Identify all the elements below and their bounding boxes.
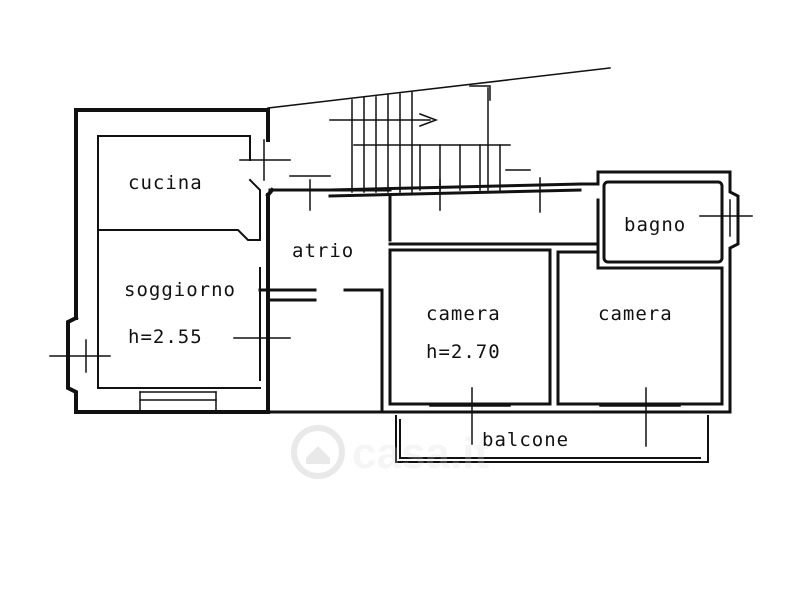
watermark-text: casa.it bbox=[352, 429, 489, 478]
balcony-outline bbox=[395, 415, 709, 463]
label-camera-2: camera bbox=[598, 303, 673, 325]
staircase bbox=[267, 67, 611, 193]
label-balcone: balcone bbox=[482, 429, 569, 451]
label-camera-1: camera bbox=[426, 303, 501, 325]
label-atrio: atrio bbox=[292, 240, 354, 262]
front-wall bbox=[328, 170, 740, 414]
label-soggiorno-height: h=2.55 bbox=[128, 326, 203, 348]
hall-walls bbox=[258, 188, 392, 414]
label-soggiorno: soggiorno bbox=[124, 279, 236, 301]
windows bbox=[139, 391, 681, 413]
watermark-logo: casa.it bbox=[291, 425, 489, 479]
label-camera-1-height: h=2.70 bbox=[426, 341, 501, 363]
label-cucina: cucina bbox=[128, 172, 203, 194]
inner-wall-lines bbox=[97, 135, 261, 389]
label-bagno: bagno bbox=[624, 214, 686, 236]
bathroom-walls bbox=[596, 180, 724, 270]
opening-markers bbox=[49, 139, 753, 447]
outer-wall bbox=[66, 108, 275, 414]
